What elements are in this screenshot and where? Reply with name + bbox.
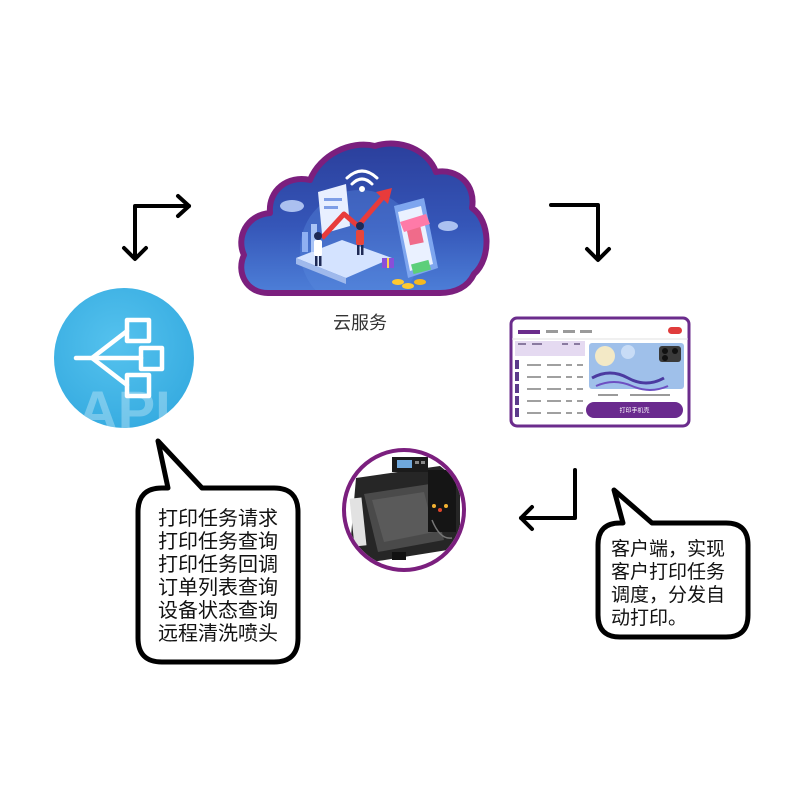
phone-case-preview [589, 343, 684, 391]
camera-lens-icon [662, 355, 668, 361]
gift-box-ribbon [387, 258, 389, 268]
ink-indicator [438, 508, 442, 512]
small-cloud-icon [280, 200, 304, 212]
table-header-cell [574, 343, 580, 345]
arrow-head-down [585, 247, 611, 262]
shop-awning [400, 214, 430, 232]
chart-bar [302, 232, 308, 252]
preview-caption [630, 394, 670, 396]
arrow-line [549, 203, 600, 261]
preview-camera-block [659, 346, 681, 362]
table-row [515, 372, 583, 381]
client-description-line: 客户打印任务 [611, 561, 726, 583]
document-line [324, 198, 342, 201]
table-header-cell [532, 343, 542, 345]
table-row [515, 408, 583, 417]
wifi-icon [345, 169, 379, 192]
api-function-item: 设备状态查询 [158, 598, 278, 622]
table-row [515, 384, 583, 393]
arrow-client-to-printer [519, 468, 577, 531]
people-figures [314, 222, 364, 266]
printer-foot [392, 552, 406, 560]
cloud-service [238, 140, 490, 296]
network-tree-icon [73, 317, 165, 399]
ink-indicator [432, 504, 436, 508]
arrow-head-left [519, 505, 534, 531]
api-function-item: 打印任务回调 [158, 552, 278, 576]
api-function-item: 远程清洗喷头 [158, 621, 278, 645]
logout-pill [668, 327, 682, 334]
printer-panel-button [421, 461, 425, 464]
api-watermark: API [77, 379, 170, 442]
table-row [515, 360, 583, 369]
client-description-line: 调度，分发自 [611, 584, 726, 606]
app-tab [563, 330, 575, 333]
printer-print-head-column [428, 470, 456, 532]
ink-indicator [444, 504, 448, 508]
table-rows [515, 360, 583, 417]
trend-arrow-head [376, 188, 392, 204]
trend-arrow [320, 194, 386, 240]
client-description-line: 动打印。 [611, 607, 688, 629]
printer-cable [431, 519, 453, 539]
coin [402, 283, 414, 289]
api-functions-list: 打印任务请求 打印任务查询 打印任务回调 订单列表查询 设备状态查询 远程清洗喷… [138, 507, 298, 645]
api-icon: API [54, 288, 194, 442]
client-description: 客户端，实现 客户打印任务 调度，分发自 动打印。 [598, 538, 748, 630]
camera-lens-icon [672, 348, 678, 354]
print-phone-case-button-label: 打印手机壳 [619, 407, 649, 415]
chart-bar [311, 224, 317, 252]
printer-display [397, 460, 412, 468]
cloud-service-label: 云服务 [333, 313, 387, 334]
cloud-illustration [280, 169, 458, 293]
arrow-api-cloud-bidirectional [122, 194, 191, 261]
arrow-line [133, 204, 191, 260]
client-app-screen: 打印手机壳 [509, 316, 691, 428]
uv-printer [342, 448, 466, 572]
app-tab [546, 330, 558, 333]
arrow-head-right [176, 194, 191, 218]
printer-circle-outline [342, 448, 466, 572]
coin [414, 279, 426, 285]
document-line [324, 206, 338, 209]
app-logo [518, 330, 540, 334]
camera-lens-icon [662, 348, 668, 354]
cloud-outline [238, 140, 490, 296]
coin [392, 279, 404, 285]
api-function-item: 打印任务查询 [158, 529, 278, 553]
api-function-item: 订单列表查询 [158, 575, 278, 599]
preview-wave [595, 381, 669, 391]
table-header-cell [518, 343, 526, 345]
preview-caption [598, 394, 618, 396]
table-row [515, 396, 583, 405]
app-tab [580, 330, 592, 333]
preview-wave [591, 371, 665, 385]
speech-bubble-left [135, 438, 301, 665]
preview-decoration [595, 346, 615, 366]
printer-side-rail [349, 497, 367, 547]
isometric-platform-side [296, 258, 346, 284]
client-description-line: 客户端，实现 [611, 538, 726, 560]
arrow-head-down [122, 246, 148, 261]
arrow-cloud-to-client [549, 203, 611, 262]
preview-decoration [621, 345, 635, 359]
arrow-line [519, 468, 577, 520]
printer-panel-button [415, 461, 419, 464]
speech-bubble-right [595, 487, 751, 640]
money-bill [411, 259, 431, 275]
printer-bed-inner [372, 492, 434, 542]
print-phone-case-button [586, 402, 683, 418]
small-cloud-icon [438, 221, 458, 231]
api-function-item: 打印任务请求 [158, 506, 278, 530]
printer-illustration [349, 457, 460, 562]
table-header-cell [562, 343, 568, 345]
